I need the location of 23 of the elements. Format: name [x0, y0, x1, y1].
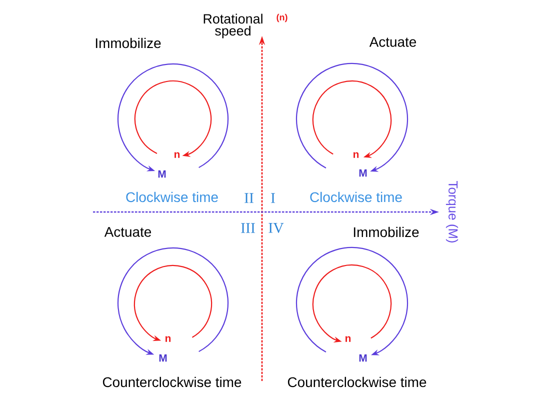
quadrant-numeral: III [241, 223, 255, 233]
axis-label: Torque (M) [446, 181, 458, 242]
quadrant-numeral: II [244, 193, 254, 203]
variable-label: n [346, 336, 351, 342]
variable-label: n [166, 336, 171, 342]
variable-label: M [159, 354, 167, 362]
quadrant-label: Immobilize [354, 226, 419, 238]
axis-label: Rotational speed [204, 14, 262, 38]
variable-label: n [174, 152, 180, 158]
time-label: Clockwise time [310, 192, 402, 202]
variable-label: M [359, 169, 367, 177]
time-label: Clockwise time [126, 192, 218, 202]
time-label: Counterclockwise time [288, 376, 426, 388]
time-label: Counterclockwise time [102, 376, 242, 388]
quadrant-numeral: IV [268, 223, 284, 233]
variable-label: n [354, 152, 359, 158]
quadrant-label: Immobilize [96, 38, 161, 48]
axis-symbol: (n) [276, 14, 288, 22]
variable-label: M [359, 354, 367, 362]
variable-label: M [158, 170, 166, 178]
quadrant-label: Actuate [104, 227, 152, 237]
quadrant-numeral: I [271, 193, 275, 203]
quadrant-label: Actuate [369, 37, 416, 47]
